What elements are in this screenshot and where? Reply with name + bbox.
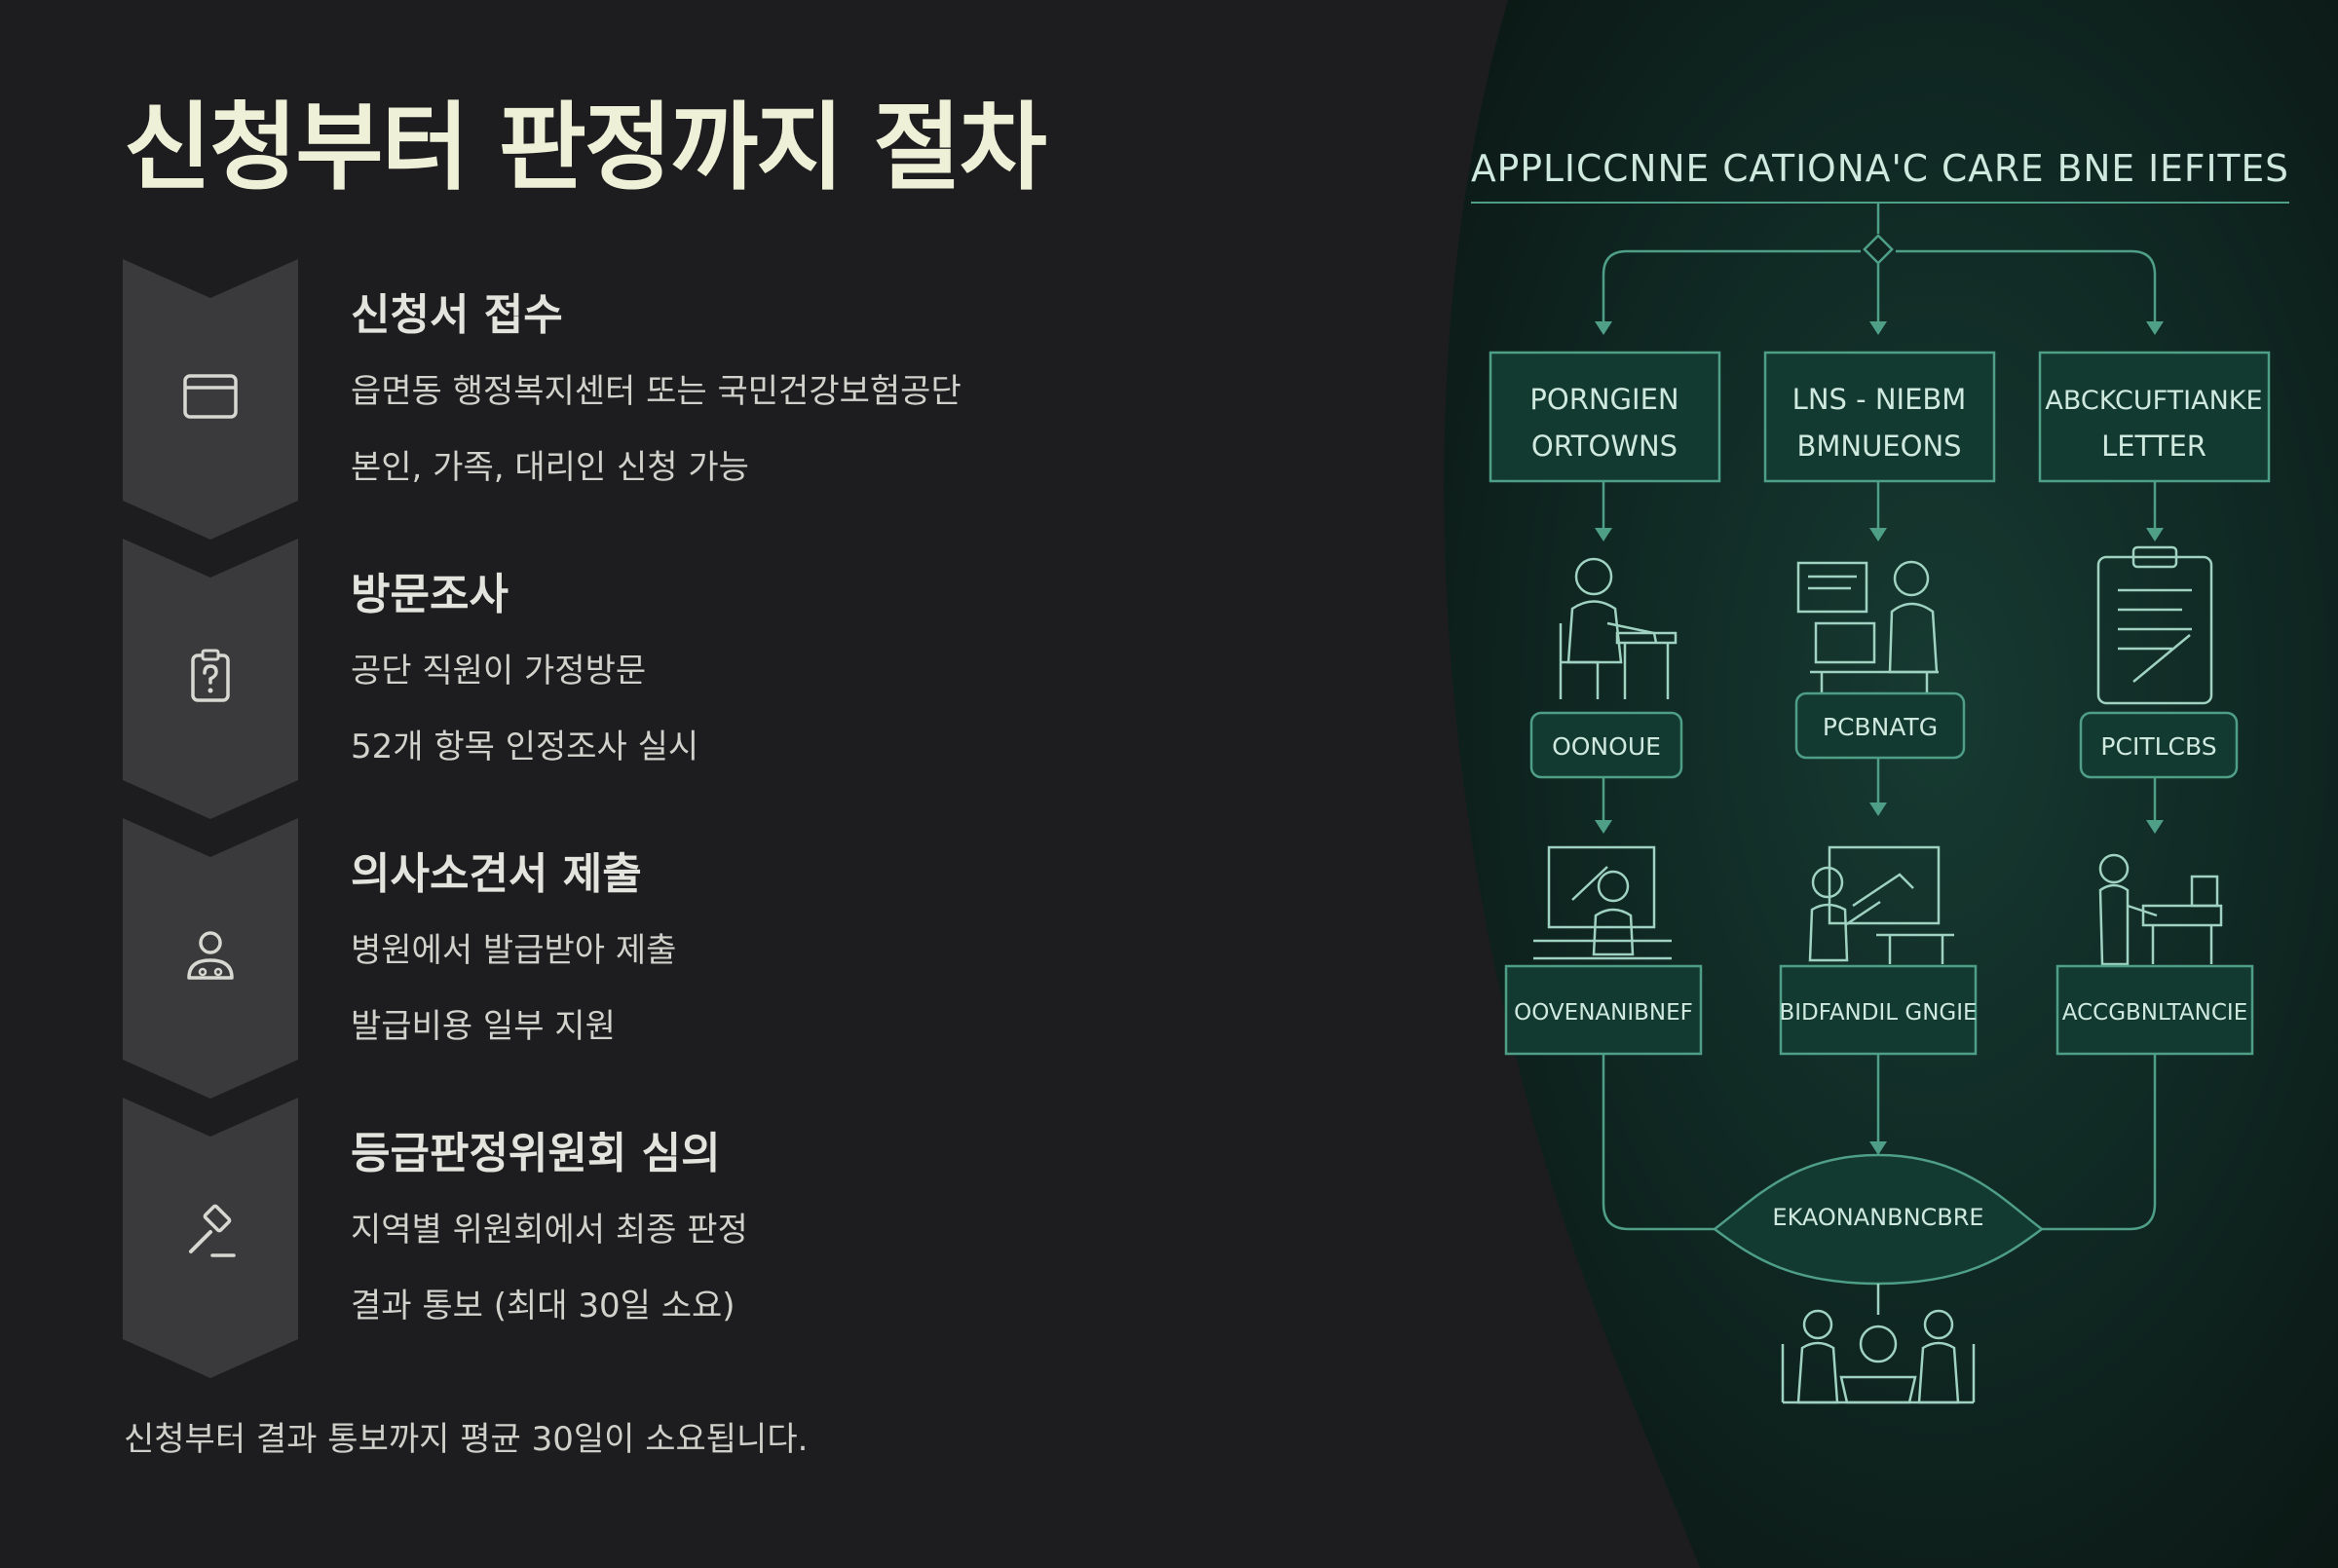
step-detail: 지역별 위원회에서 최종 판정 (351, 1211, 748, 1250)
step-title: 등급판정위원회 심의 (351, 1129, 721, 1178)
family-group-icon (1781, 1284, 1976, 1404)
svg-text:OOVENANIBNEF: OOVENANIBNEF (1514, 1000, 1693, 1026)
svg-text:PCITLCBS: PCITLCBS (2100, 732, 2216, 761)
row1-box-2: LNS - ΝΙΕΒΜ BMNUEONS (1763, 351, 1996, 483)
step-application: 신청서 접수 읍면동 행정복지센터 또는 국민건강보험공단 본인, 가족, 대리… (123, 259, 1389, 540)
step-title: 방문조사 (351, 570, 509, 619)
computer-worker-icon (1796, 560, 1939, 693)
step-detail: 병원에서 발급받아 제출 (351, 931, 677, 970)
center-node: EKAONANBNCBRE (1712, 1153, 2045, 1286)
step-detail: 52개 항목 인정조사 실시 (351, 728, 699, 766)
step-detail: 결과 통보 (최대 30일 소요) (351, 1287, 735, 1325)
row3-box-3: ACCGBNLTANCIE (2055, 964, 2254, 1056)
connectors-row1-down (1602, 481, 2157, 534)
gavel-icon (189, 1204, 236, 1257)
presenter-screen-icon (1808, 845, 1954, 964)
step-grade-committee: 등급판정위원회 심의 지역별 위원회에서 최종 판정 결과 통보 (최대 30일… (123, 1098, 1389, 1378)
svg-text:ACCGBNLTANCIE: ACCGBNLTANCIE (2062, 1000, 2247, 1026)
svg-text:ORTOWNS: ORTOWNS (1531, 429, 1678, 463)
step-detail: 발급비용 일부 지원 (351, 1007, 616, 1046)
svg-text:LNS - ΝΙΕΒΜ: LNS - ΝΙΕΒΜ (1792, 383, 1967, 416)
svg-text:EKAONANBNCBRE: EKAONANBNCBRE (1772, 1204, 1983, 1231)
acceptance-worker-icon (2098, 853, 2223, 966)
row2-tag-2: PCBNATG (1794, 691, 1966, 760)
svg-text:OONOUE: OONOUE (1552, 732, 1661, 761)
illustration-heading: APPLICCNNE CATIONA'C CARE BNE ΙΕFΙΤES (1471, 147, 2289, 190)
svg-text:PCBNATG: PCBNATG (1823, 713, 1938, 741)
arrowheads-row1 (1595, 321, 2164, 335)
step-doctor-opinion: 의사소견서 제출 병원에서 발급받아 제출 발급비용 일부 지원 (123, 818, 1389, 1099)
svg-text:BIDFANDIL GNGIE: BIDFANDIL GNGIE (1779, 1000, 1977, 1026)
row1-box-1: PORNGIEN ORTOWNS (1489, 351, 1721, 483)
page-title: 신청부터 판정까지 절차 (124, 93, 1047, 204)
arrowheads-row2-down (1595, 803, 2164, 834)
connectors-row2-down (1602, 758, 2157, 826)
arrowhead-center (1869, 1141, 1887, 1155)
browser-window-icon (183, 374, 238, 419)
clipboard-question-icon (191, 649, 230, 702)
person-at-desk-icon (1559, 557, 1678, 699)
step-chevron (123, 259, 298, 540)
connector-diamond (1863, 234, 1894, 265)
step-title: 신청서 접수 (351, 290, 563, 340)
step-home-visit: 방문조사 공단 직원이 가정방문 52개 항목 인정조사 실시 (123, 539, 1389, 819)
step-detail: 본인, 가족, 대리인 신청 가능 (351, 448, 749, 487)
row2-tag-3: PCITLCBS (2079, 711, 2239, 779)
row3-box-1: OOVENANIBNEF (1504, 964, 1703, 1056)
svg-text:LETTER: LETTER (2101, 429, 2206, 463)
step-chevron (123, 818, 298, 1099)
row3-box-2: BIDFANDIL GNGIE (1779, 964, 1978, 1056)
step-chevron (123, 1098, 298, 1378)
footer-note: 신청부터 결과 통보까지 평균 30일이 소요됩니다. (124, 1420, 809, 1459)
svg-text:BMNUEONS: BMNUEONS (1796, 429, 1961, 463)
svg-text:PORNGIEN: PORNGIEN (1529, 383, 1678, 416)
monitor-person-icon (1533, 845, 1672, 960)
doctor-stethoscope-icon (187, 931, 234, 980)
bottom-connectors (1602, 1054, 2157, 1231)
step-detail: 공단 직원이 가정방문 (351, 652, 647, 691)
step-detail: 읍면동 행정복지센터 또는 국민건강보험공단 (351, 372, 962, 411)
row1-box-3: ABCKCUFTIANKE LETTER (2038, 351, 2271, 483)
svg-text:ABCKCUFTIANKE: ABCKCUFTIANKE (2045, 386, 2262, 416)
step-title: 의사소견서 제출 (351, 849, 642, 899)
row2-tag-1: OONOUE (1529, 711, 1683, 779)
clipboard-letter-icon (2096, 545, 2213, 705)
arrowheads-row1-down (1595, 528, 2164, 541)
